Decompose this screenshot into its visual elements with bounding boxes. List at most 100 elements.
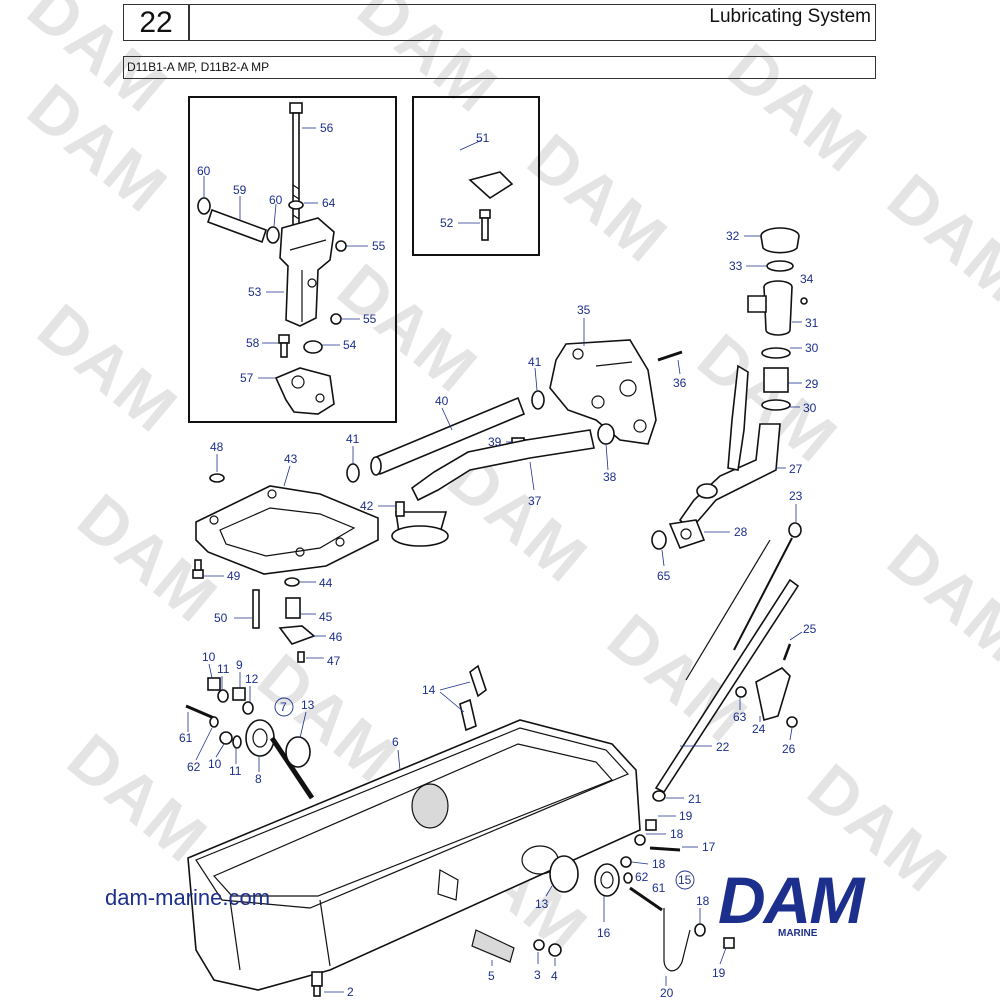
callout-61: 61: [179, 731, 193, 745]
bracket-24: [755, 667, 791, 722]
website-link[interactable]: dam-marine.com: [105, 885, 271, 910]
group-number: 22: [123, 4, 189, 41]
suction-pipe-37: [391, 429, 595, 547]
callout-25: 25: [803, 622, 817, 636]
hose-clamp-30: [761, 347, 791, 359]
filter-housing-53: [279, 217, 335, 327]
callout-29: 29: [805, 377, 819, 391]
callout-35: 35: [577, 303, 591, 317]
o-ring-41-b: [346, 463, 360, 483]
callout-8: 8: [255, 772, 262, 786]
seal-54: [303, 340, 323, 354]
callout-24: 24: [752, 722, 766, 736]
bracket-43: [195, 485, 379, 575]
callout-36: 36: [673, 376, 687, 390]
callout-49: 49: [227, 569, 241, 583]
callout-48: 48: [210, 440, 224, 454]
washer-62-b: [623, 872, 633, 884]
callout-13: 13: [301, 698, 315, 712]
screw-19-b: [723, 937, 735, 949]
dipstick-tube-22: [654, 539, 800, 794]
callout-42: 42: [360, 499, 374, 513]
inset-frame-pipe: [412, 96, 540, 256]
plug-55-b: [330, 313, 342, 325]
washer-3: [533, 939, 545, 951]
callout-7: 7: [280, 700, 287, 714]
o-ring-41: [531, 390, 545, 410]
callout-39: 39: [488, 435, 502, 449]
drain-plug-14: [459, 664, 487, 732]
washer-18-b: [620, 856, 632, 868]
callout-11-b: 11: [229, 764, 242, 778]
brand-logo-word: DAM: [718, 863, 864, 937]
callout-64: 64: [322, 196, 336, 210]
connector-21: [652, 790, 666, 802]
pipe-20: [663, 908, 691, 972]
gasket-65: [651, 530, 667, 550]
callout-17: 17: [702, 840, 716, 854]
callout-50: 50: [214, 611, 228, 625]
plug-55: [335, 240, 347, 252]
nut-63: [735, 686, 747, 698]
washer-44: [284, 577, 300, 587]
washer-11-b: [232, 735, 242, 749]
seal-ring-60: [197, 197, 211, 215]
page-title: Lubricating System: [189, 4, 876, 41]
brand-logo-subtitle: MARINE: [778, 928, 818, 939]
callout-38: 38: [603, 470, 617, 484]
callout-51: 51: [476, 131, 490, 145]
seal-ring-60-b: [266, 226, 280, 244]
seal-ring-13-b: [549, 855, 579, 893]
callout-32: 32: [726, 229, 740, 243]
callout-40: 40: [435, 394, 449, 408]
callout-56: 56: [320, 121, 334, 135]
callout-55-b: 55: [363, 312, 377, 326]
seal-33: [766, 260, 794, 272]
callout-63: 63: [733, 710, 747, 724]
callout-2: 2: [347, 985, 354, 999]
callout-6: 6: [392, 735, 399, 749]
callout-11: 11: [217, 662, 230, 676]
bolt-52: [479, 209, 491, 241]
nipple-17: [649, 846, 681, 852]
callout-62-b: 62: [635, 870, 649, 884]
callout-30-b: 30: [803, 401, 817, 415]
plug-10-b: [219, 731, 233, 745]
pipe-40: [370, 396, 526, 476]
washer-64: [288, 200, 304, 210]
pipe-51: [441, 129, 514, 200]
washer-62: [209, 716, 219, 728]
callout-37: 37: [528, 494, 542, 508]
screw-19: [645, 819, 657, 831]
callout-62: 62: [187, 760, 201, 774]
model-designation: D11B1-A MP, D11B2-A MP: [123, 56, 876, 79]
callout-15: 15: [678, 873, 692, 887]
callout-18: 18: [670, 827, 684, 841]
callout-10-b: 10: [208, 757, 222, 771]
hose-clamp-30-b: [761, 399, 791, 411]
callout-14: 14: [422, 683, 436, 697]
callout-5: 5: [488, 969, 495, 983]
callout-41-b: 41: [346, 432, 360, 446]
callout-57: 57: [240, 371, 254, 385]
callout-18-b: 18: [652, 857, 666, 871]
washer-11: [217, 689, 229, 703]
valve-housing-16: [594, 863, 620, 897]
callout-16: 16: [597, 926, 611, 940]
filler-neck-31: [747, 280, 793, 336]
callout-44: 44: [319, 576, 333, 590]
plug-9: [232, 687, 246, 701]
screw-42: [395, 501, 405, 517]
seal-ring-13: [285, 736, 311, 768]
callout-61-b: 61: [652, 881, 666, 895]
callout-23: 23: [789, 489, 803, 503]
oil-pump-35: [549, 339, 657, 445]
screw-34: [800, 297, 808, 305]
callout-10: 10: [202, 650, 216, 664]
callout-30: 30: [805, 341, 819, 355]
clamp-46: [278, 625, 316, 645]
screw-25: [782, 643, 792, 661]
callout-34: 34: [800, 272, 814, 286]
